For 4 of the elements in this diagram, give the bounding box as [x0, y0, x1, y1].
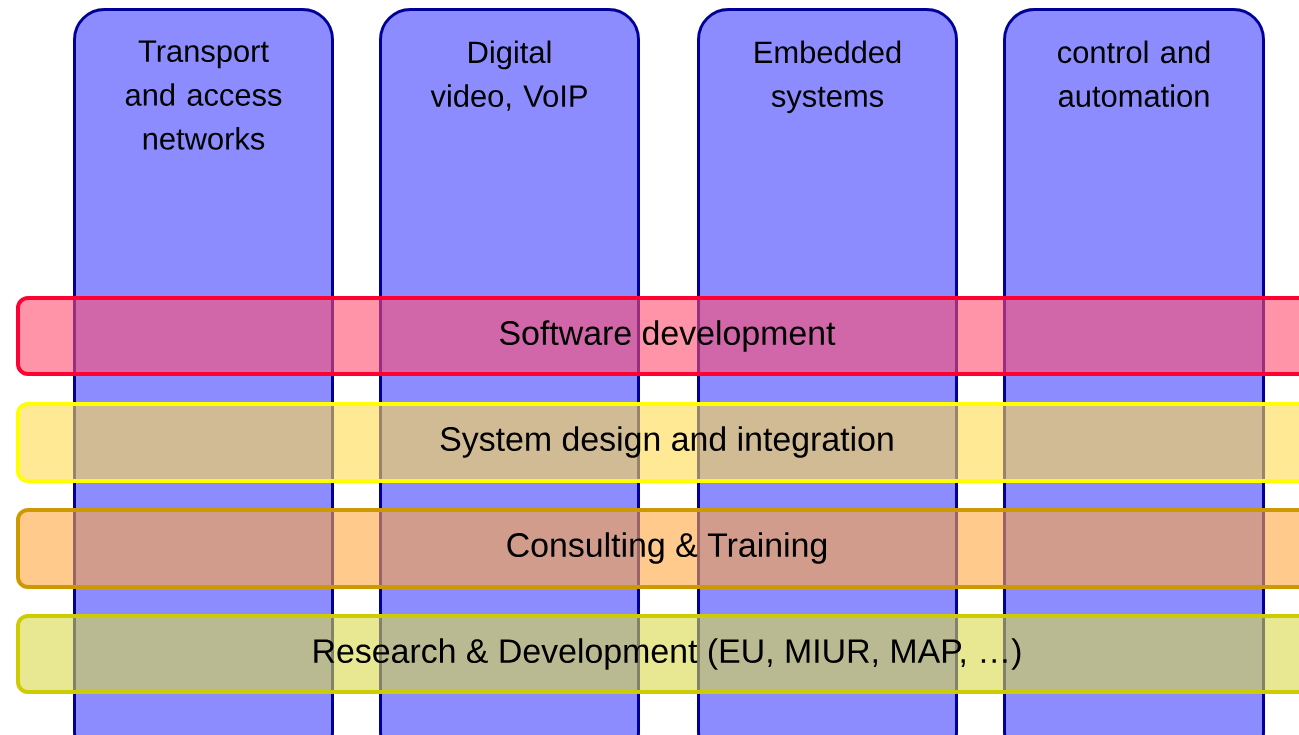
band: Software development — [16, 296, 1299, 376]
band: System design and integration — [16, 402, 1299, 483]
band: Consulting & Training — [16, 508, 1299, 589]
band: Research & Development (EU, MIUR, MAP, …) — [16, 614, 1299, 694]
